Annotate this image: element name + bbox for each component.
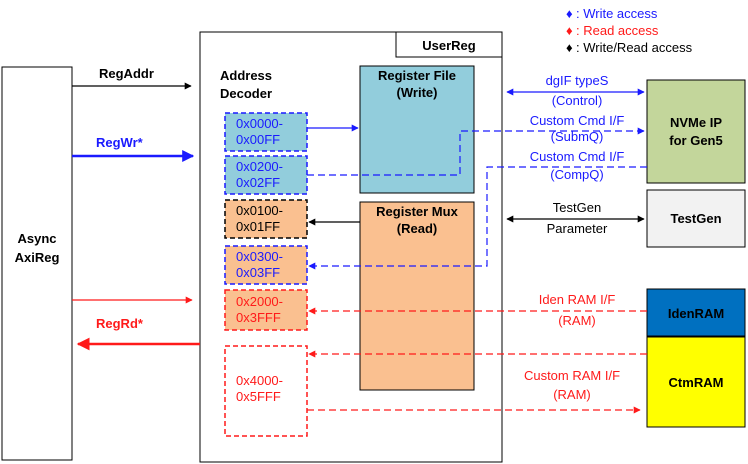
submq-label-line1: Custom Cmd I/F bbox=[530, 113, 625, 128]
async-axireg-block: Async AxiReg bbox=[1, 66, 73, 461]
custom-ram-if-signal: Custom RAM I/F (RAM) bbox=[307, 368, 641, 414]
address-range-0x0200: 0x0200- 0x02FF bbox=[224, 155, 308, 195]
address-range-0x4000: 0x4000- 0x5FFF bbox=[224, 345, 308, 437]
idenram-label: IdenRAM bbox=[668, 306, 724, 321]
nvme-ip-block: NVMe IP for Gen5 bbox=[646, 79, 746, 184]
dgif-label-line2: (Control) bbox=[552, 93, 603, 108]
custom-ram-if-label-line2: (RAM) bbox=[553, 387, 591, 402]
testgen-block: TestGen bbox=[646, 189, 746, 248]
address-range-0x2000-line2: 0x3FFF bbox=[236, 310, 281, 325]
address-decoder-label-line2: Decoder bbox=[220, 86, 272, 101]
testgen-parameter-label-line2: Parameter bbox=[547, 221, 608, 236]
custom-ram-if-label-line1: Custom RAM I/F bbox=[524, 368, 620, 383]
ctmram-label: CtmRAM bbox=[669, 375, 724, 390]
dgif-control-signal: dgIF typeS (Control) bbox=[506, 73, 645, 108]
nvme-ip-label-line1: NVMe IP bbox=[670, 115, 722, 130]
address-range-0x2000: 0x2000- 0x3FFF bbox=[224, 289, 308, 331]
ctmram-block: CtmRAM bbox=[646, 336, 746, 428]
compq-signal: Custom Cmd I/F (CompQ) bbox=[308, 149, 647, 270]
compq-label-line2: (CompQ) bbox=[550, 167, 603, 182]
dgif-label-line1: dgIF typeS bbox=[546, 73, 609, 88]
legend: ♦ : Write access ♦ : Read access ♦ : Wri… bbox=[566, 6, 693, 55]
address-range-0x0200-line1: 0x0200- bbox=[236, 159, 283, 174]
regaddr-label: RegAddr bbox=[99, 66, 154, 81]
testgen-label: TestGen bbox=[670, 211, 721, 226]
address-range-0x0200-line2: 0x02FF bbox=[236, 175, 280, 190]
submq-signal: Custom Cmd I/F (SubmQ) bbox=[307, 113, 645, 176]
register-mux-block: Register Mux (Read) bbox=[359, 201, 475, 391]
address-range-0x4000-line1: 0x4000- bbox=[236, 373, 283, 388]
userreg-title: UserReg bbox=[422, 38, 476, 53]
legend-write-text: : Write access bbox=[576, 6, 658, 21]
register-file-block: Register File (Write) bbox=[359, 65, 475, 194]
register-mux-label-line1: Register Mux bbox=[376, 204, 458, 219]
address-range-0x0300: 0x0300- 0x03FF bbox=[224, 245, 308, 285]
compq-label-line1: Custom Cmd I/F bbox=[530, 149, 625, 164]
legend-write-symbol: ♦ bbox=[566, 6, 573, 21]
address-range-0x0300-line1: 0x0300- bbox=[236, 249, 283, 264]
address-range-0x0100-line2: 0x01FF bbox=[236, 219, 280, 234]
testgen-parameter-label-line1: TestGen bbox=[553, 200, 601, 215]
address-range-0x2000-line1: 0x2000- bbox=[236, 294, 283, 309]
regwr-label: RegWr* bbox=[96, 135, 144, 150]
register-mux-label-line2: (Read) bbox=[397, 221, 437, 236]
register-file-label-line1: Register File bbox=[378, 68, 456, 83]
submq-label-line2: (SubmQ) bbox=[551, 129, 604, 144]
iden-ram-if-signal: Iden RAM I/F (RAM) bbox=[308, 292, 647, 328]
testgen-parameter-signal: TestGen Parameter bbox=[506, 200, 645, 236]
regwr-signal: RegWr* bbox=[72, 135, 195, 162]
address-range-0x4000-line2: 0x5FFF bbox=[236, 389, 281, 404]
legend-read-text: : Read access bbox=[576, 23, 659, 38]
idenram-block: IdenRAM bbox=[646, 288, 746, 337]
address-range-0x0000-line2: 0x00FF bbox=[236, 132, 280, 147]
regrd-label: RegRd* bbox=[96, 316, 144, 331]
legend-read-symbol: ♦ bbox=[566, 23, 573, 38]
nvme-ip-label-line2: for Gen5 bbox=[669, 133, 722, 148]
address-decoder-label-line1: Address bbox=[220, 68, 272, 83]
legend-write-read-text: : Write/Read access bbox=[576, 40, 693, 55]
async-axireg-label-line1: Async bbox=[17, 231, 56, 246]
address-range-0x0100-line1: 0x0100- bbox=[236, 203, 283, 218]
address-range-0x0000: 0x0000- 0x00FF bbox=[224, 112, 308, 152]
iden-ram-if-label-line1: Iden RAM I/F bbox=[539, 292, 616, 307]
iden-ram-if-label-line2: (RAM) bbox=[558, 313, 596, 328]
address-range-0x0100: 0x0100- 0x01FF bbox=[224, 199, 308, 239]
legend-write-read-symbol: ♦ bbox=[566, 40, 573, 55]
regaddr-signal: RegAddr bbox=[72, 66, 192, 90]
async-axireg-label-line2: AxiReg bbox=[15, 250, 60, 265]
address-range-0x0300-line2: 0x03FF bbox=[236, 265, 280, 280]
register-file-label-line2: (Write) bbox=[397, 85, 438, 100]
regrd-signal: RegRd* bbox=[76, 316, 200, 351]
address-range-0x0000-line1: 0x0000- bbox=[236, 116, 283, 131]
